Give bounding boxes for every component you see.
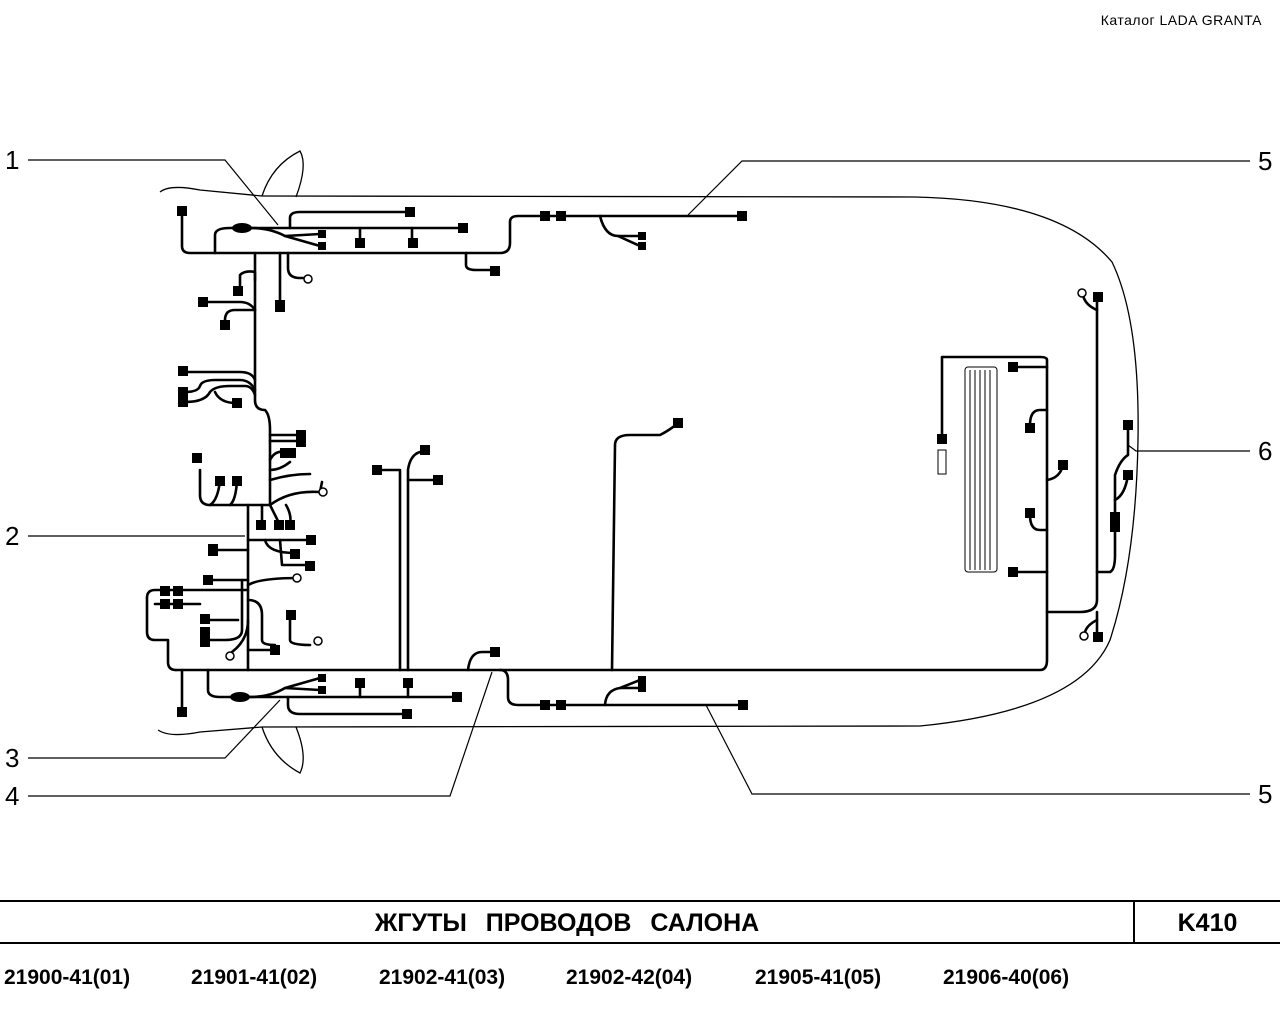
part-number: 21905-41(05) <box>755 966 882 989</box>
catalog-header: Каталог LADA GRANTA <box>1100 12 1262 28</box>
part-number: 21901-41(02) <box>191 966 318 989</box>
diagram-title: ЖГУТЫ ПРОВОДОВ САЛОНА <box>374 909 760 937</box>
callout-label-4: 4 <box>5 781 20 811</box>
wire-connectors <box>160 206 1133 719</box>
callout-label-5-top: 5 <box>1258 146 1273 176</box>
title-separator <box>1133 902 1135 942</box>
callout-leaders <box>28 159 1250 797</box>
part-numbers-row: 21900-41(01) 21901-41(02) 21902-41(03) 2… <box>0 966 1280 996</box>
part-number: 21906-40(06) <box>943 966 1070 989</box>
callout-label-2: 2 <box>5 521 20 551</box>
title-bar: ЖГУТЫ ПРОВОДОВ САЛОНА K410 <box>0 900 1280 944</box>
callout-label-6: 6 <box>1258 436 1273 466</box>
car-body-outline <box>157 150 1139 774</box>
ring-terminals <box>225 274 1089 661</box>
part-number: 21902-42(04) <box>566 966 693 989</box>
part-number: 21902-41(03) <box>379 966 506 989</box>
part-number: 21900-41(01) <box>4 966 131 989</box>
wiring-diagram <box>28 150 1250 797</box>
callout-label-3: 3 <box>5 743 20 773</box>
rear-window-heater <box>937 366 998 573</box>
catalog-code: K410 <box>1177 909 1238 937</box>
callout-label-5-bottom: 5 <box>1258 779 1273 809</box>
harness-wires <box>145 210 1130 716</box>
callout-label-1: 1 <box>5 145 20 175</box>
